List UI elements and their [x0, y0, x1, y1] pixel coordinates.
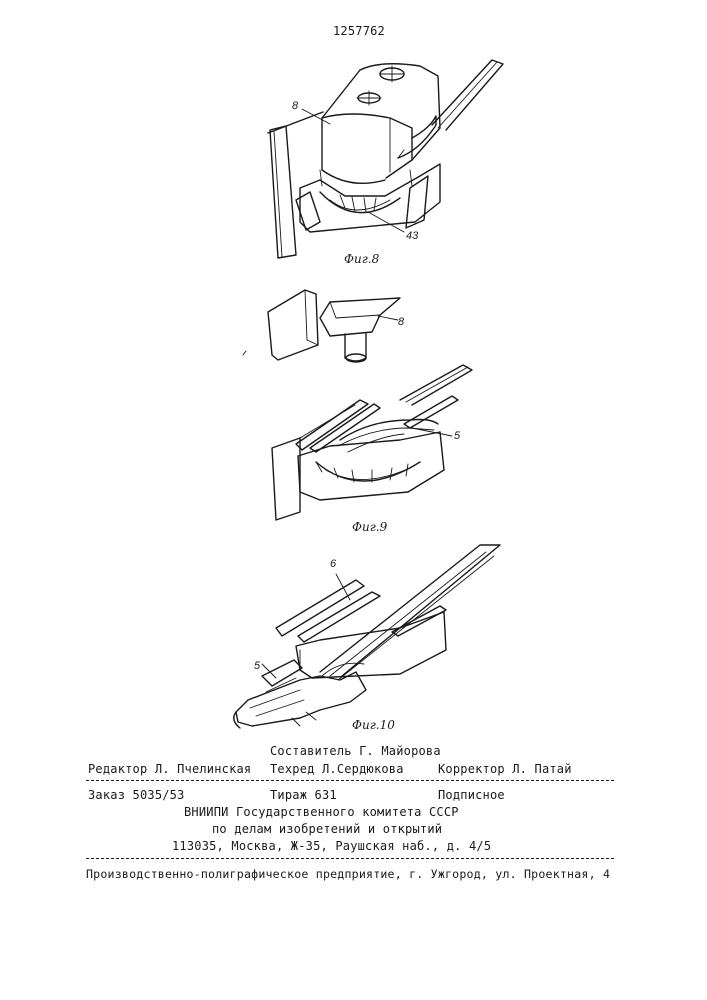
- colophon-org-line2: по делам изобретений и открытий: [212, 822, 442, 836]
- colophon-subscription: Подписное: [438, 788, 505, 802]
- colophon-rule-bottom: [86, 858, 614, 859]
- colophon-techred: Техред Л.Сердюкова: [270, 762, 404, 776]
- colophon-address: 113035, Москва, Ж-35, Раушская наб., д. …: [172, 839, 491, 853]
- colophon-compiler: Составитель Г. Майорова: [270, 744, 441, 758]
- figure-10-label-5: 5: [254, 660, 260, 672]
- colophon-corrector: Корректор Л. Патай: [438, 762, 572, 776]
- colophon-rule-top: [86, 780, 614, 781]
- colophon-printer: Производственно-полиграфическое предприя…: [86, 867, 610, 881]
- colophon-org-line1: ВНИИПИ Государственного комитета СССР: [184, 805, 459, 819]
- colophon-editor: Редактор Л. Пчелинская: [88, 762, 251, 776]
- colophon-order: Заказ 5035/53: [88, 788, 185, 802]
- figure-10-caption: Фиг.10: [352, 718, 395, 732]
- figure-10-label-6: 6: [330, 558, 336, 570]
- colophon-circulation: Тираж 631: [270, 788, 337, 802]
